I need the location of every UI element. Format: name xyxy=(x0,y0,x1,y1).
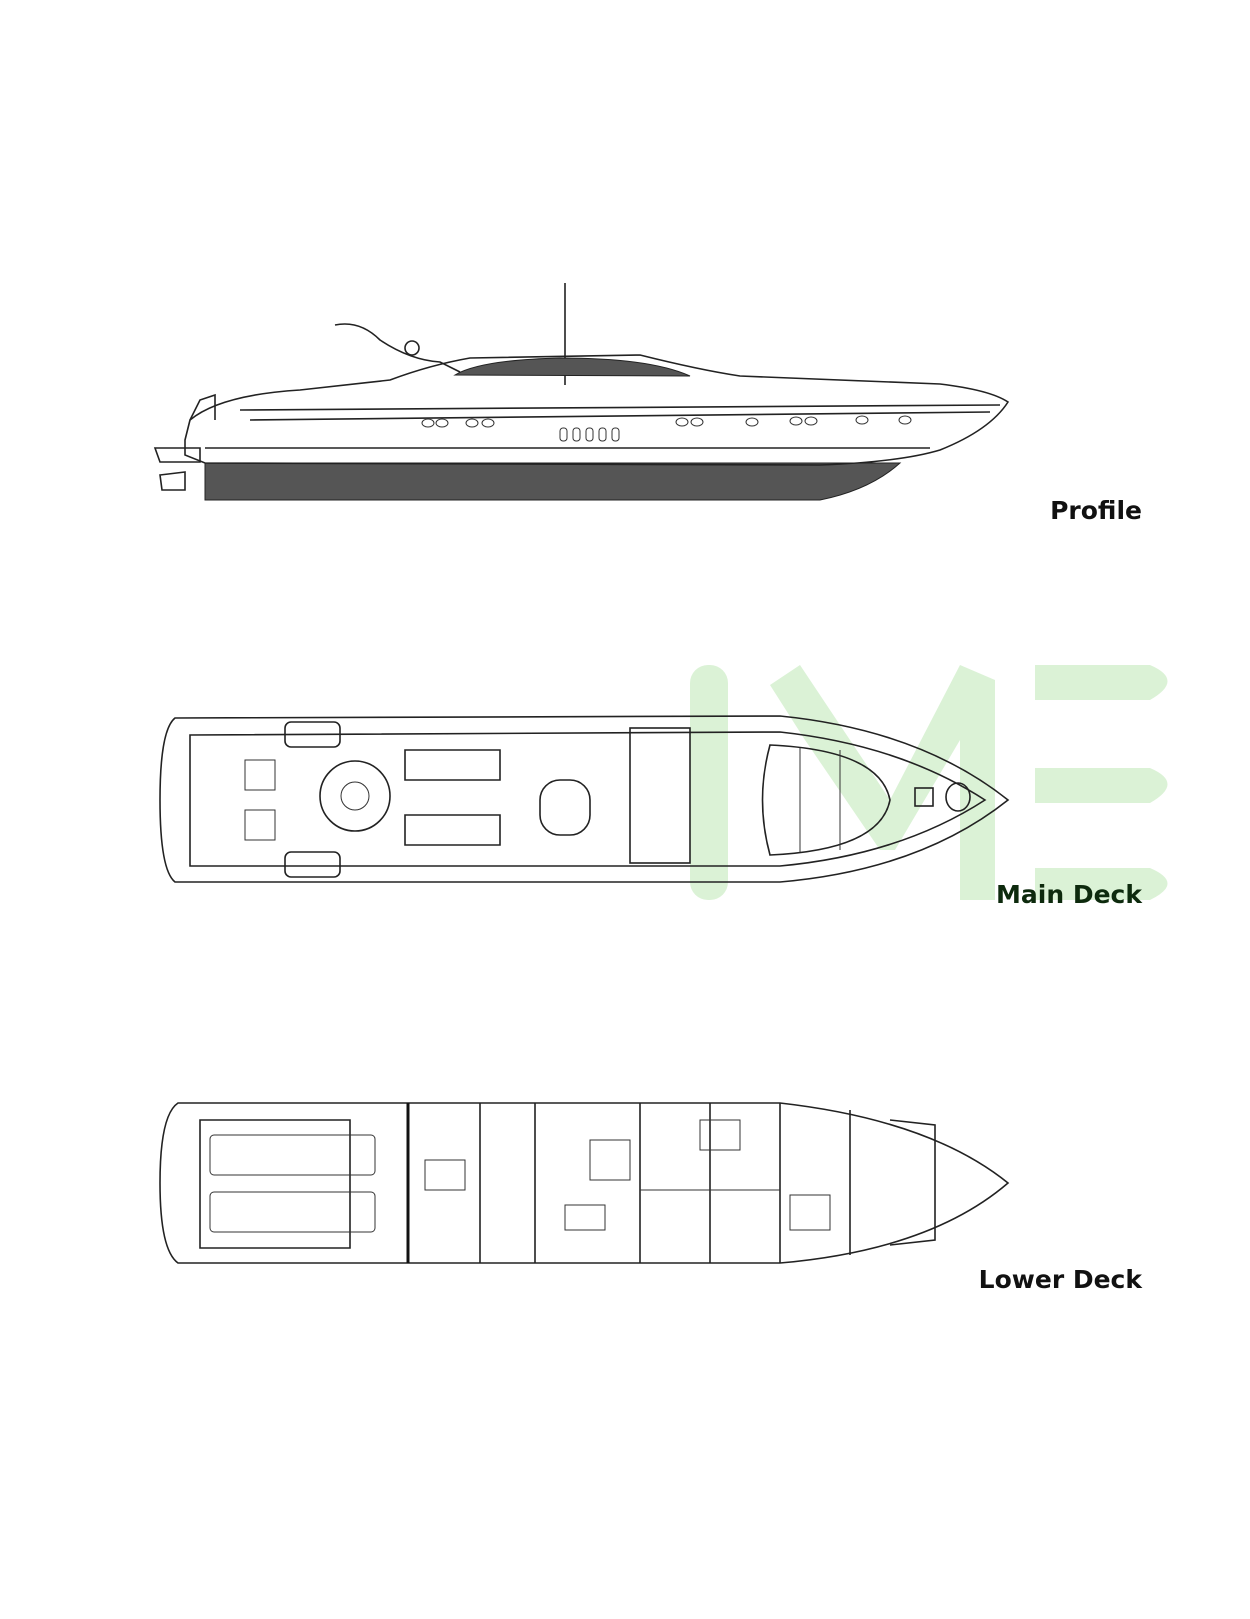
hull-bottom xyxy=(204,462,902,501)
watermark-logo xyxy=(690,665,1168,900)
lower-deck-label: Lower Deck xyxy=(978,1265,1142,1294)
main-deck-plan xyxy=(159,715,1010,883)
portholes xyxy=(421,415,912,442)
profile-drawing xyxy=(153,283,1010,501)
lower-deck-plan xyxy=(159,1102,1010,1264)
profile-label: Profile xyxy=(1050,496,1142,525)
saloon-window xyxy=(453,357,691,377)
main-deck-label: Main Deck xyxy=(996,880,1142,909)
